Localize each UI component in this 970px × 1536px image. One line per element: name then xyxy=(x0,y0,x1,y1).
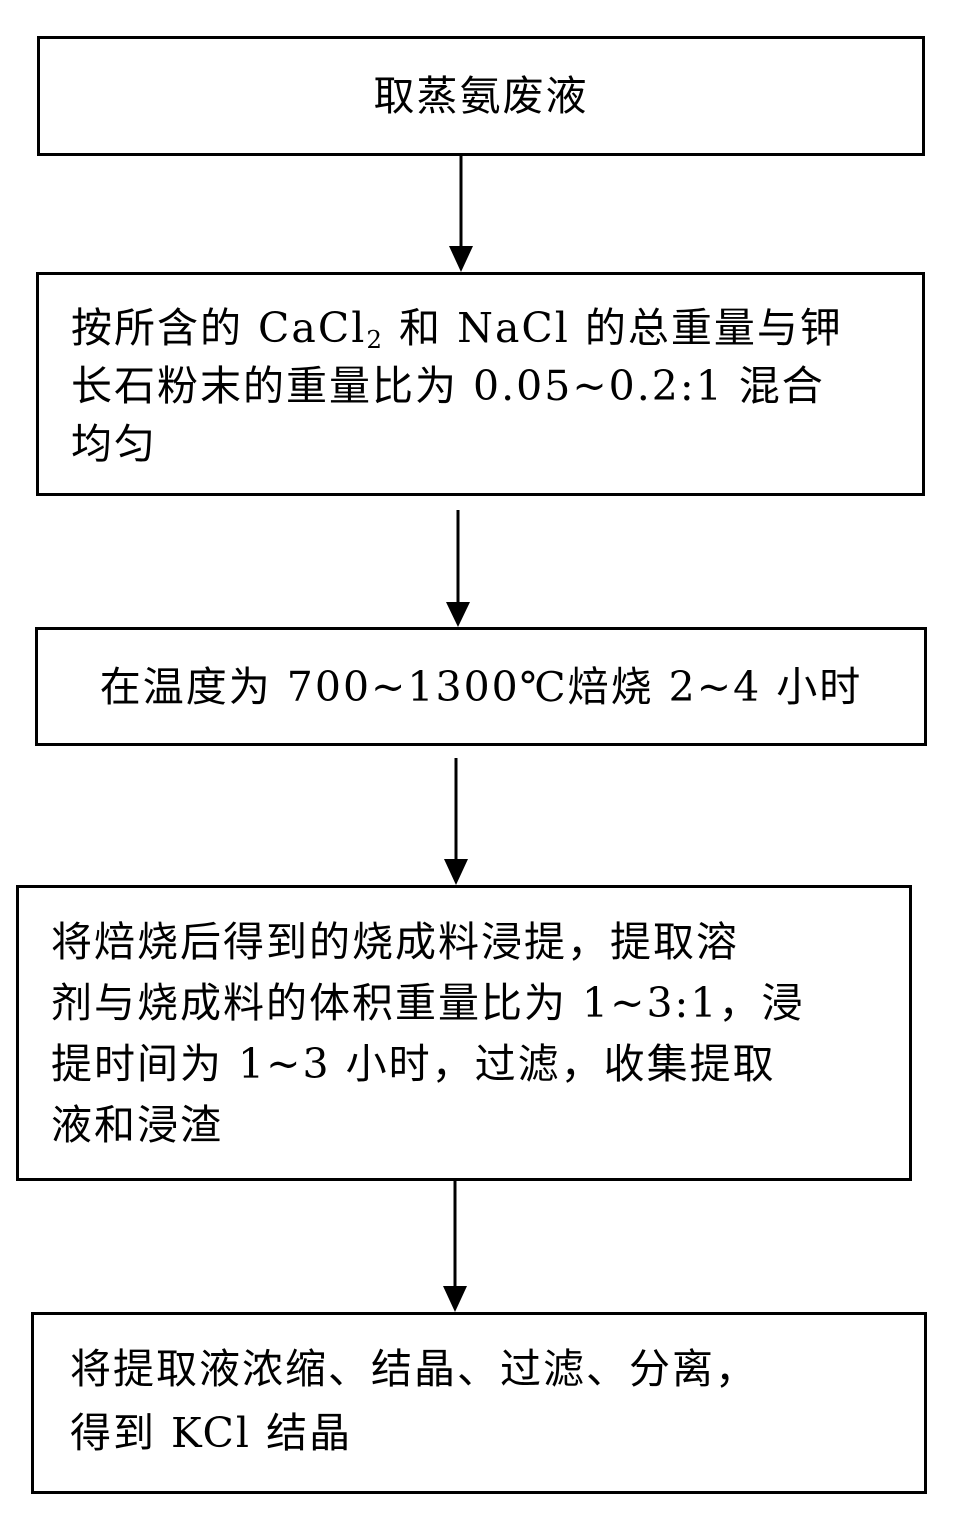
arrow-4 xyxy=(443,1181,467,1312)
step-2-box: 按所含的 CaCl2 和 NaCl 的总重量与钾 长石粉末的重量比为 0.05~… xyxy=(36,272,925,496)
step-5-line-1: 将提取液浓缩、结晶、过滤、分离， xyxy=(70,1345,758,1393)
step-4-box: 将焙烧后得到的烧成料浸提，提取溶 剂与烧成料的体积重量比为 1~3:1，浸 提时… xyxy=(16,885,912,1181)
arrow-2 xyxy=(446,510,470,627)
step-1-text: 取蒸氨废液 xyxy=(374,67,589,125)
step-4-line-2: 剂与烧成料的体积重量比为 1~3:1，浸 xyxy=(51,979,805,1027)
arrow-3 xyxy=(444,758,468,885)
step-1-line-1: 取蒸氨废液 xyxy=(373,72,589,120)
step-2-line-1: 按所含的 CaCl2 和 NaCl 的总重量与钾 xyxy=(71,304,843,355)
step-4-line-3: 提时间为 1~3 小时，过滤，收集提取 xyxy=(51,1040,776,1088)
step-1-box: 取蒸氨废液 xyxy=(37,36,925,156)
step-5-text: 将提取液浓缩、结晶、过滤、分离， 得到 KCl 结晶 xyxy=(70,1337,758,1465)
arrow-1 xyxy=(449,156,473,272)
step-5-line-2: 得到 KCl 结晶 xyxy=(70,1409,353,1457)
step-2-text: 按所含的 CaCl2 和 NaCl 的总重量与钾 长石粉末的重量比为 0.05~… xyxy=(71,299,843,473)
step-4-line-4: 液和浸渣 xyxy=(51,1101,223,1149)
step-3-box: 在温度为 700~1300℃焙烧 2~4 小时 xyxy=(35,627,927,746)
step-4-line-1: 将焙烧后得到的烧成料浸提，提取溶 xyxy=(51,918,739,966)
step-2-line-2: 长石粉末的重量比为 0.05~0.2:1 混合 xyxy=(71,362,825,410)
step-2-line-3: 均匀 xyxy=(71,420,157,468)
step-4-text: 将焙烧后得到的烧成料浸提，提取溶 剂与烧成料的体积重量比为 1~3:1，浸 提时… xyxy=(51,912,804,1156)
step-5-box: 将提取液浓缩、结晶、过滤、分离， 得到 KCl 结晶 xyxy=(31,1312,927,1494)
step-3-text: 在温度为 700~1300℃焙烧 2~4 小时 xyxy=(100,658,862,716)
step-3-line-1: 在温度为 700~1300℃焙烧 2~4 小时 xyxy=(99,662,863,711)
